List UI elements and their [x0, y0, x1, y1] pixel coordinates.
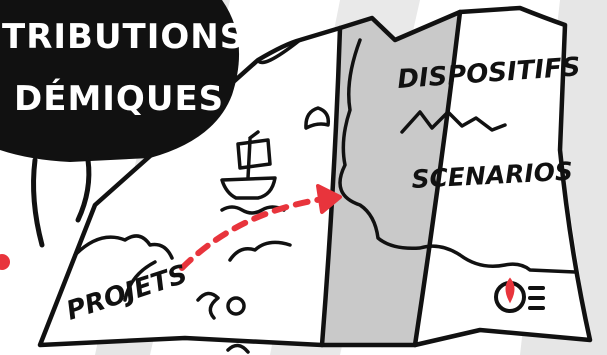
map-panel-left	[40, 28, 340, 345]
edge-marker	[0, 254, 10, 270]
doodle-swirl-icon	[196, 291, 246, 320]
bottom-doodle	[226, 343, 250, 354]
map-panel-right	[415, 8, 590, 345]
mountain-ridge-icon	[400, 110, 507, 134]
bubble-title-line1: TRIBUTIONS	[2, 17, 245, 57]
dashed-arrow-icon	[179, 184, 342, 271]
map-pin-icon	[494, 277, 545, 313]
title-bubble: TRIBUTIONS DÉMIQUES	[0, 0, 245, 248]
folded-map	[37, 5, 593, 348]
ship-icon	[220, 130, 286, 215]
bubble-title-line2: DÉMIQUES	[14, 78, 224, 119]
island-icon	[304, 106, 331, 130]
